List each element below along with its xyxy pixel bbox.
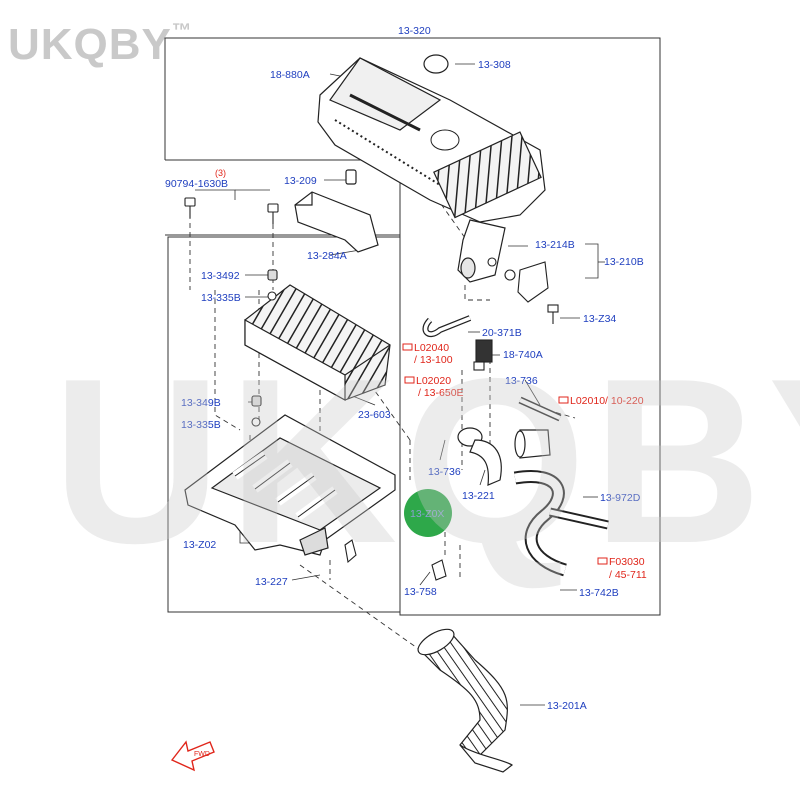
label-90794-1630b: 90794-1630B — [165, 178, 228, 190]
label-13-z0x: 13-Z0X — [410, 508, 444, 520]
lower-case-13-z02 — [184, 414, 396, 556]
duct-13-201a — [417, 628, 514, 773]
ref-f03030: F03030 — [609, 556, 645, 568]
clip-13-758 — [431, 559, 447, 581]
label-18-880a: 18-880A — [270, 69, 310, 81]
label-13-214b: 13-214B — [535, 239, 575, 251]
pipe-13-742b — [513, 470, 609, 577]
label-13-227: 13-227 — [255, 576, 288, 588]
sensor-13-210b — [487, 257, 559, 324]
ref-icon — [558, 396, 569, 404]
ref-icon — [404, 376, 415, 384]
label-13-742b: 13-742B — [579, 587, 619, 599]
label-23-603: 23-603 — [358, 409, 391, 421]
label-13-335b-lower: 13-335B — [181, 419, 221, 431]
label-20-371b: 20-371B — [482, 327, 522, 339]
cap-13-308 — [423, 54, 449, 74]
bolts-90794 — [184, 197, 279, 224]
frame-lines — [164, 37, 661, 616]
intake-13-221 — [457, 427, 551, 486]
inner-frame — [167, 236, 401, 613]
filter-element-23-603 — [244, 284, 391, 402]
label-13-z34: 13-Z34 — [583, 313, 616, 325]
label-13-209: 13-209 — [284, 175, 317, 187]
label-13-221: 13-221 — [462, 490, 495, 502]
watermark-small: UKQBY™ — [8, 20, 193, 69]
label-18-740a: 18-740A — [503, 349, 543, 361]
ref-l02020: L02020 — [416, 375, 451, 387]
label-13-320: 13-320 — [398, 25, 431, 37]
cover-port — [430, 129, 460, 151]
label-13-972d: 13-972D — [600, 492, 641, 504]
label-13-z02: 13-Z02 — [183, 539, 216, 551]
label-13-736-upper: 13-736 — [505, 375, 538, 387]
ref-l02020-sub: / 13-650E — [418, 387, 464, 399]
label-13-349b: 13-349B — [181, 397, 221, 409]
label-13-308: 13-308 — [478, 59, 511, 71]
label-13-3492: 13-3492 — [201, 270, 240, 282]
ref-l02040: L02040 — [414, 342, 449, 354]
label-13-758: 13-758 — [404, 586, 437, 598]
fwd-label: FWD — [194, 751, 210, 758]
label-13-736-lower: 13-736 — [428, 466, 461, 478]
ref-f03030-sub: / 45-711 — [609, 569, 647, 581]
label-qty-3: (3) — [215, 168, 226, 178]
grommets — [251, 269, 278, 427]
small-hoses — [422, 315, 562, 422]
ref-icon — [597, 557, 608, 565]
highlight-marker — [404, 489, 452, 537]
label-13-210b: 13-210B — [604, 256, 644, 268]
ref-icon — [402, 343, 413, 351]
watermark-large: UKQBY™ — [52, 329, 800, 592]
bracket-13-284a — [294, 169, 379, 253]
clip-13-227 — [344, 539, 357, 564]
label-13-201a: 13-201A — [547, 700, 587, 712]
ref-l02040-sub: / 13-100 — [414, 354, 453, 366]
ref-l02010: L02010/ 10-220 — [570, 395, 644, 407]
fwd-arrow: FWD — [170, 740, 215, 772]
label-13-335b-upper: 13-335B — [201, 292, 241, 304]
label-13-284a: 13-284A — [307, 250, 347, 262]
